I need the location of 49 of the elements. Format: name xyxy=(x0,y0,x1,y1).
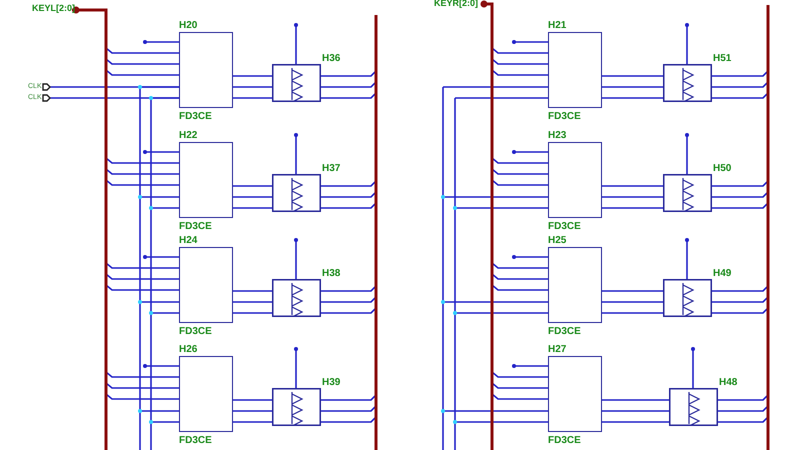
wire xyxy=(602,301,663,303)
wire xyxy=(602,312,663,314)
component-reference: H26 xyxy=(179,344,198,355)
wire xyxy=(602,86,663,88)
wire xyxy=(602,97,663,99)
component-reference: H25 xyxy=(548,235,566,246)
wire xyxy=(233,301,272,303)
wire xyxy=(233,421,272,423)
wire xyxy=(602,75,663,77)
wire xyxy=(233,410,272,412)
wire xyxy=(602,207,663,209)
part-name: FD3CE xyxy=(179,326,212,337)
component-reference: H23 xyxy=(548,130,566,141)
component-reference: H36 xyxy=(322,53,342,64)
wire xyxy=(602,399,669,401)
part-name: FD3CE xyxy=(548,326,581,337)
component-reference: H24 xyxy=(179,235,198,246)
wire xyxy=(233,86,272,88)
wire xyxy=(602,196,663,198)
part-name: FD3CE xyxy=(548,221,581,232)
component-reference: H20 xyxy=(179,20,198,31)
wire xyxy=(602,185,663,187)
component-reference: H48 xyxy=(719,377,738,388)
component-reference: H27 xyxy=(548,344,566,355)
component-reference: H37 xyxy=(322,163,342,174)
wire xyxy=(233,196,272,198)
component-reference: H39 xyxy=(322,377,342,388)
component-reference: H38 xyxy=(322,268,342,279)
wire xyxy=(602,421,669,423)
bus-name: KEYL[2:0] xyxy=(32,4,76,13)
part-name: FD3CE xyxy=(179,221,212,232)
part-name: FD3CE xyxy=(548,111,581,122)
part-name: FD3CE xyxy=(548,435,581,446)
wire xyxy=(602,290,663,292)
wire xyxy=(233,290,272,292)
component-reference: H21 xyxy=(548,20,566,31)
wire xyxy=(233,207,272,209)
wire xyxy=(233,185,272,187)
part-name: FD3CE xyxy=(179,111,212,122)
component-reference: H49 xyxy=(713,268,732,279)
wire xyxy=(602,410,669,412)
component-reference: H51 xyxy=(713,53,732,64)
part-name: FD3CE xyxy=(179,435,212,446)
wire xyxy=(233,312,272,314)
wire xyxy=(233,97,272,99)
wire xyxy=(233,75,272,77)
component-reference: H50 xyxy=(713,163,732,174)
component-reference: H22 xyxy=(179,130,198,141)
wire xyxy=(233,399,272,401)
